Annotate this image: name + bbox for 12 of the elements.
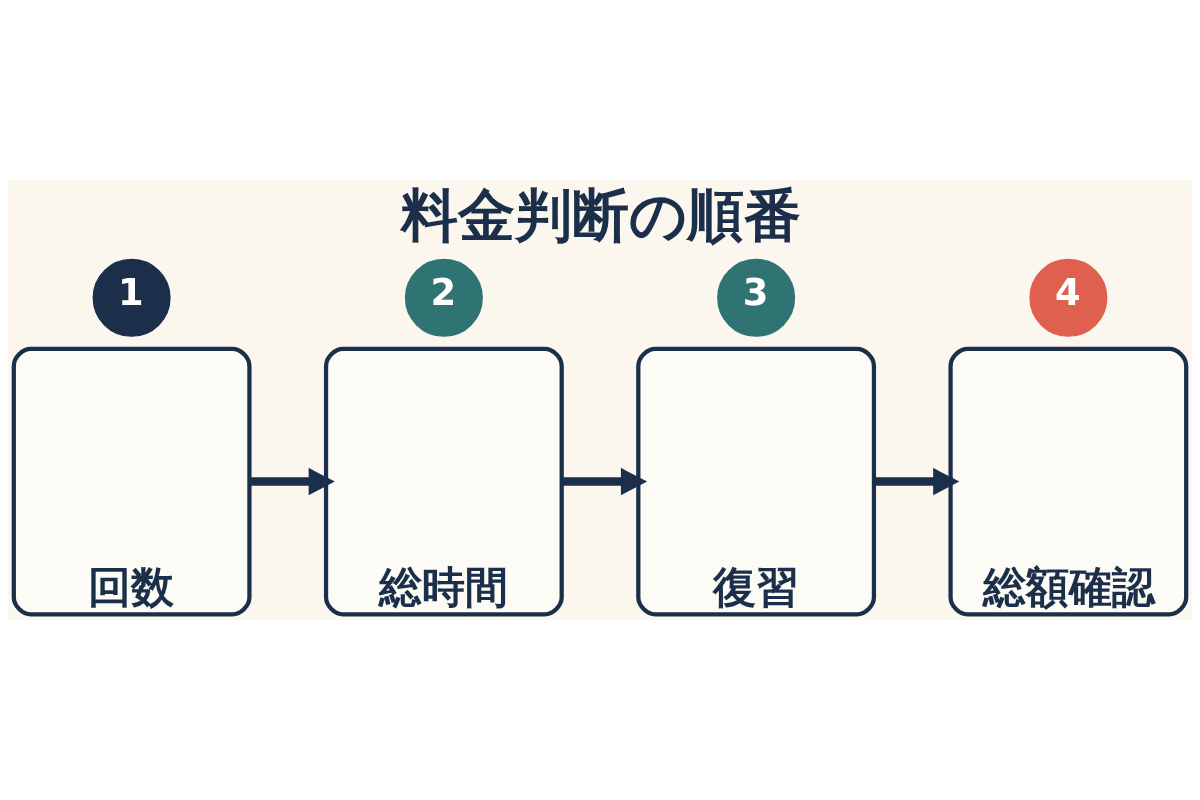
arrow — [249, 467, 335, 496]
node-box: 復習 — [636, 346, 877, 617]
arrow — [874, 467, 960, 496]
node-circle: 1 — [92, 258, 171, 337]
node-circle: 4 — [1029, 258, 1108, 337]
node-box: 総額確認 — [948, 346, 1189, 617]
node-box: 総時間 — [323, 346, 564, 617]
node-circle: 2 — [404, 258, 483, 337]
arrow — [562, 467, 648, 496]
node-box: 回数 — [11, 346, 252, 617]
node-circle: 3 — [717, 258, 796, 337]
diagram-title: 料金判断の順番 — [401, 182, 802, 249]
